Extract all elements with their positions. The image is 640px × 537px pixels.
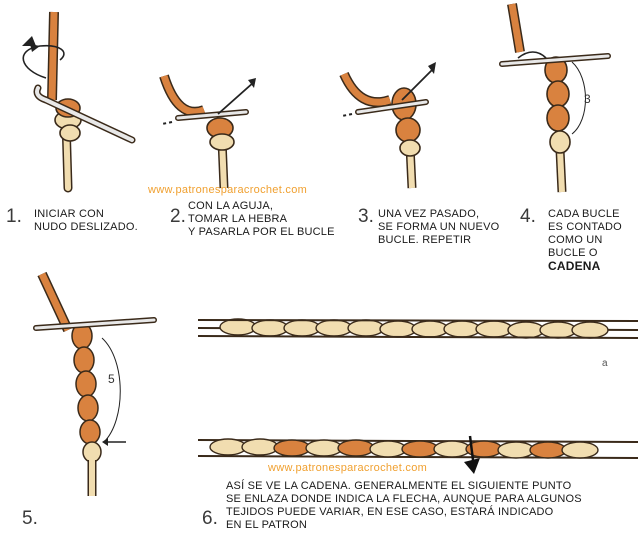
figure-chain-orange bbox=[197, 435, 639, 474]
figure-step-4 bbox=[499, 3, 611, 193]
mark-label-a: a bbox=[602, 358, 608, 369]
step-number-3: 3. bbox=[358, 206, 374, 227]
step-number-4: 4. bbox=[520, 206, 536, 227]
step-caption-2: CON LA AGUJA, TOMAR LA HEBRA Y PASARLA P… bbox=[188, 200, 335, 238]
step-number-2: 2. bbox=[170, 206, 186, 227]
figure-step-5 bbox=[33, 271, 157, 496]
step-number-5: 5. bbox=[22, 508, 38, 529]
figure-step-2 bbox=[159, 74, 256, 189]
chain-links-cream bbox=[219, 318, 609, 339]
count-label-5: 5 bbox=[108, 372, 115, 386]
step-caption-1: INICIAR CON NUDO DESLIZADO. bbox=[34, 208, 138, 233]
step-caption-6: ASÍ SE VE LA CADENA. GENERALMENTE EL SIG… bbox=[226, 480, 582, 531]
chain-links-orange bbox=[209, 438, 599, 459]
figure-chain-cream bbox=[197, 318, 639, 339]
figure-step-1 bbox=[22, 11, 136, 193]
step-caption-3: UNA VEZ PASADO, SE FORMA UN NUEVO BUCLE.… bbox=[378, 208, 500, 246]
watermark-bottom: www.patronesparacrochet.com bbox=[268, 462, 428, 474]
step-caption-4: CADA BUCLE ES CONTADO COMO UN BUCLE O CA… bbox=[548, 208, 622, 273]
figure-step-3 bbox=[339, 62, 436, 189]
step-number-1: 1. bbox=[6, 206, 22, 227]
watermark-top: www.patronesparacrochet.com bbox=[148, 184, 308, 196]
cadena-emphasis: CADENA bbox=[548, 259, 601, 273]
count-label-3: 3 bbox=[584, 92, 591, 106]
step-number-6: 6. bbox=[202, 508, 218, 529]
